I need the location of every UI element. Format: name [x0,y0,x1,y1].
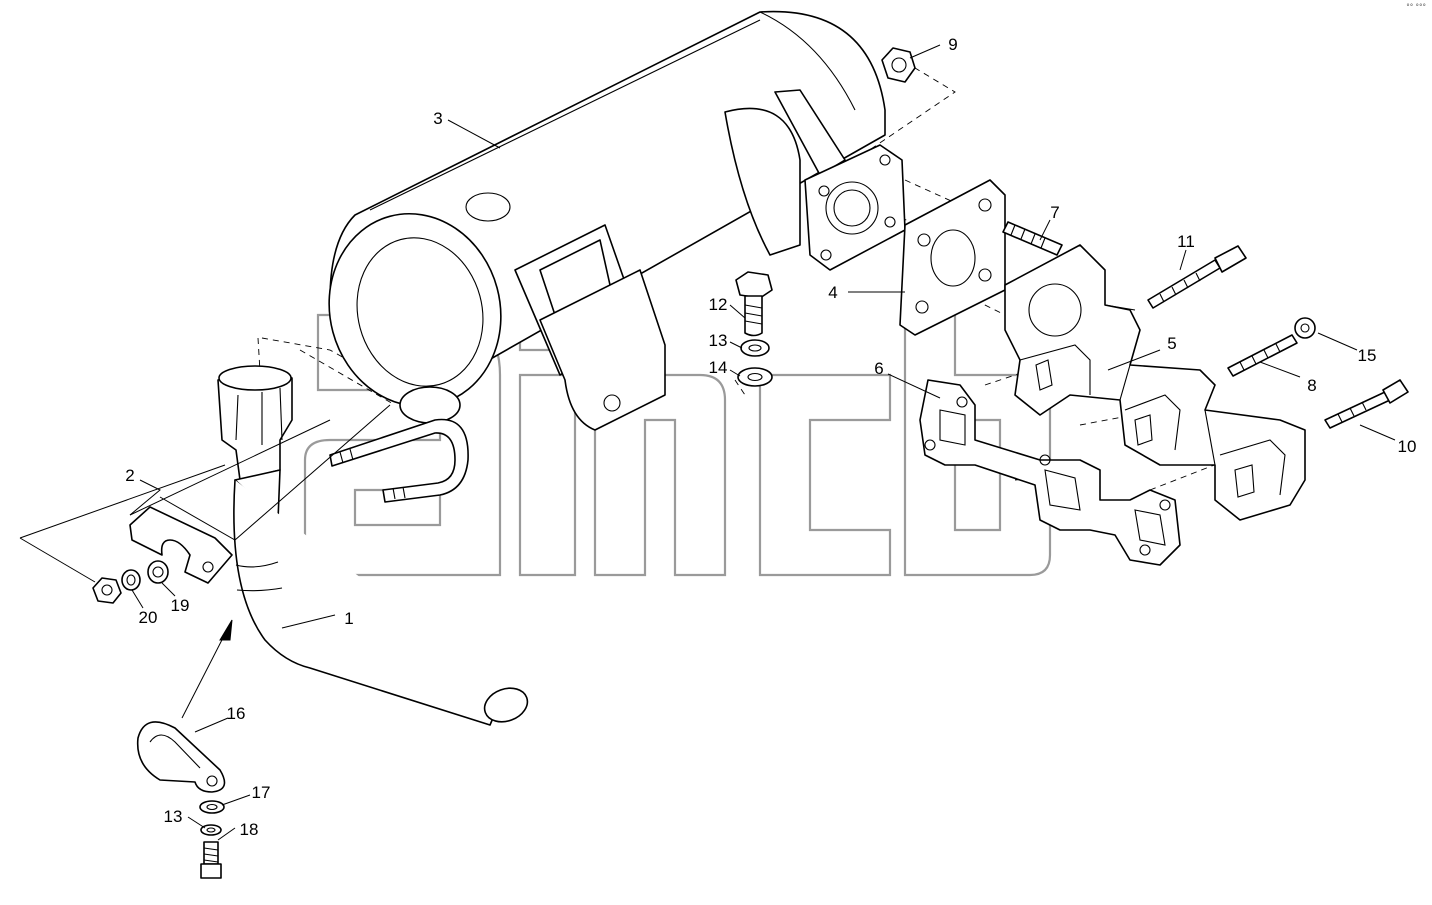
washer-14 [737,367,773,387]
exhaust-pipe-1 [217,365,529,726]
u-bolt [329,418,469,503]
callout-7: 7 [1050,203,1059,222]
washer-13 [740,339,770,357]
callout-12: 12 [709,295,728,314]
bracket-2 [129,506,233,584]
callout-1: 1 [344,609,353,628]
callout-4: 4 [828,283,837,302]
clamp-16 [136,721,226,793]
washer-20 [121,569,141,591]
stud-7 [1002,221,1063,256]
callout-14: 14 [709,358,728,377]
callout-8: 8 [1307,376,1316,395]
callout-20: 20 [139,608,158,627]
manifold-gasket-6 [919,379,1181,566]
assembly-arrow [181,619,233,719]
callout-3: 3 [433,109,442,128]
bolt-8 [1227,334,1298,377]
gasket-plate-4 [899,179,1006,336]
screw-18 [200,841,222,879]
callout-18: 18 [240,820,259,839]
callout-2: 2 [125,466,134,485]
bolt-10 [1324,379,1409,429]
callout-labels: 1 2 3 4 5 6 7 8 9 10 11 12 13 14 15 16 1… [125,35,1416,839]
washer-13b [200,824,222,836]
callout-13: 13 [709,331,728,350]
callout-10: 10 [1398,437,1417,456]
exhaust-manifold-5 [1004,244,1306,521]
callout-15: 15 [1358,346,1377,365]
bolt-12 [735,271,773,337]
callout-16: 16 [227,704,246,723]
muffler [328,10,906,431]
callout-11: 11 [1177,232,1195,251]
callout-9: 9 [948,35,957,54]
nut-9 [881,47,916,83]
bolt-11 [1147,245,1247,309]
callout-6: 6 [874,359,883,378]
nut-part [92,577,122,604]
washer-19 [147,560,169,584]
callout-13b: 13 [164,807,183,826]
callout-5: 5 [1167,334,1176,353]
leader-lines [19,44,1396,841]
callout-19: 19 [171,596,190,615]
corner-mark: °° °°° [1406,3,1426,11]
washer-17 [199,800,225,814]
callout-17: 17 [252,783,271,802]
washer-15 [1294,317,1316,339]
